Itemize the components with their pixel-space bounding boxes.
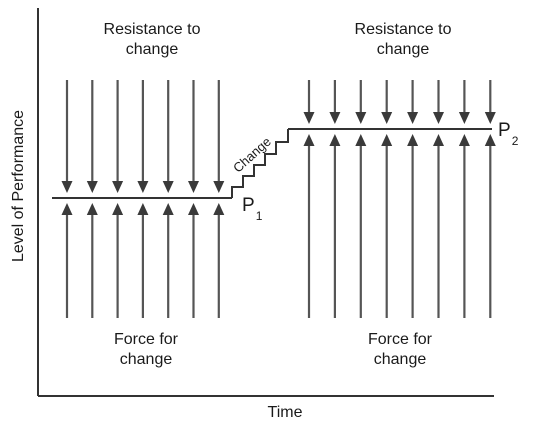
left-force-arrow-5 xyxy=(162,203,174,318)
x-axis-label: Time xyxy=(268,404,303,421)
left-force-label-line2: change xyxy=(120,351,173,368)
level-p1-label: P1 xyxy=(242,195,263,223)
level-p1-letter: P xyxy=(242,195,255,216)
left-force-label-line1: Force for xyxy=(114,331,179,348)
left-resistance-arrow-7 xyxy=(213,80,225,193)
change-staircase xyxy=(231,129,289,198)
right-resistance-arrow-6 xyxy=(433,80,444,124)
left-resistance-arrow-2 xyxy=(86,80,98,193)
right-resistance-arrow-4 xyxy=(381,80,393,124)
left-force-arrow-1 xyxy=(61,203,73,318)
right-resistance-arrow-2 xyxy=(329,80,341,124)
left-resistance-arrow-1 xyxy=(61,80,73,193)
force-arrows xyxy=(61,80,496,318)
left-force-arrow-7 xyxy=(213,203,225,318)
right-force-arrow-6 xyxy=(433,134,444,318)
left-force-arrow-3 xyxy=(112,203,124,318)
level-p2-letter: P xyxy=(498,120,511,141)
right-force-arrow-8 xyxy=(484,134,496,318)
right-resistance-arrow-5 xyxy=(407,80,419,124)
left-resistance-label-line1: Resistance to xyxy=(104,21,201,38)
left-resistance-arrow-4 xyxy=(137,80,149,193)
left-resistance-arrow-5 xyxy=(162,80,174,193)
left-resistance-label-line2: change xyxy=(126,41,179,58)
left-resistance-arrow-3 xyxy=(112,80,124,193)
right-force-arrow-3 xyxy=(355,134,367,318)
level-p2-label: P2 xyxy=(498,120,519,148)
level-p2-subscript: 2 xyxy=(512,134,519,148)
right-force-arrow-5 xyxy=(407,134,419,318)
right-force-arrow-4 xyxy=(381,134,393,318)
y-axis-label: Level of Performance xyxy=(10,110,27,262)
left-force-arrow-4 xyxy=(137,203,149,318)
level-p1-subscript: 1 xyxy=(256,209,263,223)
left-resistance-arrow-6 xyxy=(188,80,199,193)
left-force-arrow-2 xyxy=(86,203,98,318)
right-force-arrow-1 xyxy=(303,134,315,318)
right-resistance-arrow-8 xyxy=(484,80,496,124)
left-force-arrow-6 xyxy=(188,203,199,318)
right-resistance-arrow-1 xyxy=(303,80,315,124)
right-resistance-label-line2: change xyxy=(377,41,430,58)
right-force-arrow-2 xyxy=(329,134,341,318)
right-force-label-line1: Force for xyxy=(368,331,433,348)
right-resistance-label-line1: Resistance to xyxy=(355,21,452,38)
right-force-arrow-7 xyxy=(458,134,470,318)
right-resistance-arrow-3 xyxy=(355,80,367,124)
right-resistance-arrow-7 xyxy=(458,80,470,124)
right-force-label-line2: change xyxy=(374,351,427,368)
